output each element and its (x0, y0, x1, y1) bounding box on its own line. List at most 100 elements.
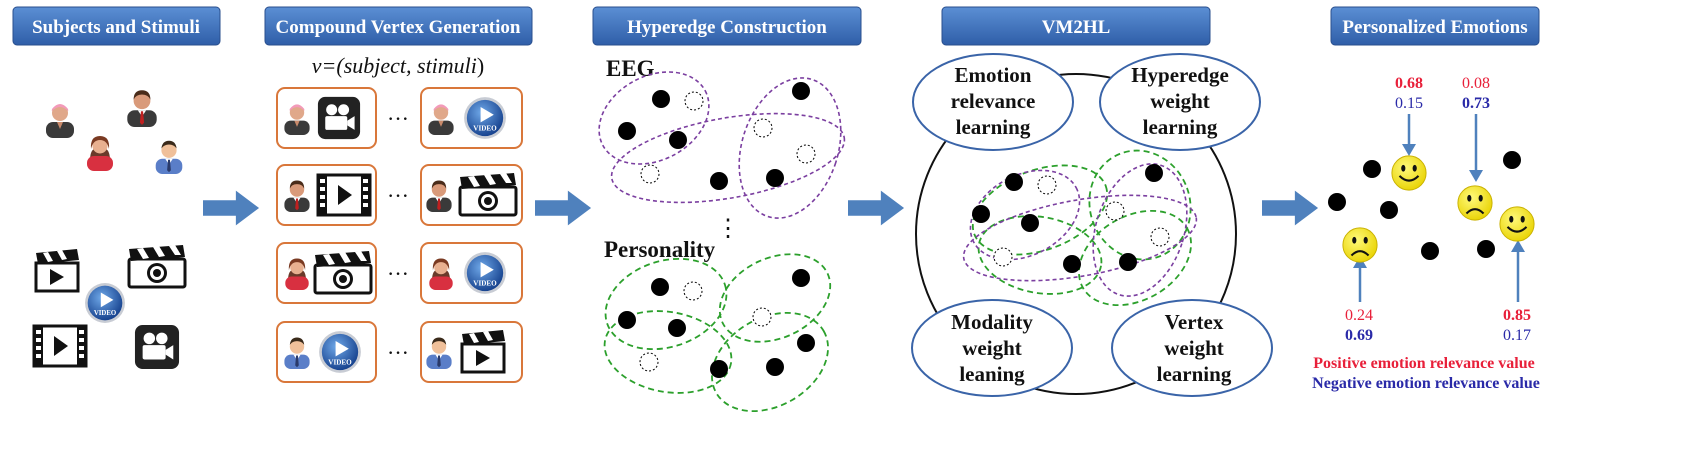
negative-value: 0.73 (1462, 95, 1490, 112)
personality-hyperedge (1078, 209, 1192, 307)
modality-weight-learning: Modality weight leaning (911, 299, 1073, 397)
header-vm2hl: VM2HL (941, 6, 1211, 46)
eeg-hyperedge (610, 112, 846, 204)
vertex (797, 334, 815, 352)
film-play-icon (32, 324, 88, 368)
header-compound: Compound Vertex Generation (264, 6, 533, 46)
vertex (651, 278, 669, 296)
emotion-relevance-learning: Emotion relevance learning (912, 53, 1074, 151)
vertex (752, 307, 772, 327)
legend-negative: Negative emotion relevance value (1312, 375, 1540, 392)
svg-text:Hyperedge: Hyperedge (1131, 63, 1229, 87)
vertex (1363, 160, 1381, 178)
person-icon (127, 90, 157, 127)
smiley-icon (1498, 205, 1536, 243)
vertex (792, 82, 810, 100)
vertex (993, 247, 1013, 267)
vertex (639, 352, 659, 372)
personality-hypergraph (603, 253, 832, 413)
video-badge-icon (85, 283, 125, 323)
right-arrow-icon (203, 190, 260, 226)
compound-row-3: ··· (276, 242, 523, 304)
header-hyperedge-label: Hyperedge Construction (627, 17, 827, 38)
movie-camera-icon (134, 324, 180, 370)
svg-text:weight: weight (1164, 336, 1224, 360)
vertex (972, 205, 990, 223)
personality-hyperedge (718, 253, 832, 343)
header-emotions-label: Personalized Emotions (1342, 17, 1527, 38)
pointer-arrowhead (1511, 240, 1525, 252)
compound-row-1: ··· (276, 87, 523, 149)
vertex (796, 144, 816, 164)
smiley-icon (1390, 154, 1428, 192)
vertex (669, 131, 687, 149)
vertex (753, 118, 773, 138)
video-badge-icon (464, 97, 506, 139)
vertex (1503, 151, 1521, 169)
negative-value: 0.15 (1395, 95, 1423, 112)
clapperboard-icon (458, 173, 518, 217)
movie-camera-icon (317, 96, 361, 140)
personality-hyperedge (604, 257, 728, 351)
right-arrow-icon (1262, 190, 1319, 226)
vertex (1328, 193, 1346, 211)
vertex (792, 269, 810, 287)
vertical-ellipsis: ⋮ (716, 216, 740, 242)
ellipsis: ··· (387, 106, 409, 131)
eeg-hyperedge (1092, 163, 1188, 297)
personality-label: Personality (604, 237, 716, 262)
vertex (1037, 175, 1057, 195)
vertex (640, 164, 660, 184)
right-arrow-icon (535, 190, 592, 226)
subjects-group (46, 90, 183, 174)
vertex (710, 172, 728, 190)
sad-face-icon (1341, 226, 1379, 264)
clapperboard-icon (313, 251, 373, 295)
emotions-panel: 0.68 0.15 0.08 0.73 0.24 0.69 0.85 0.17 … (1312, 75, 1540, 392)
vertex (618, 122, 636, 140)
negative-value: 0.69 (1345, 327, 1373, 344)
vertex (1119, 253, 1137, 271)
negative-value: 0.17 (1503, 327, 1531, 344)
positive-value: 0.85 (1503, 307, 1531, 324)
vertex (1150, 227, 1170, 247)
pointer-arrowhead (1402, 144, 1416, 156)
vertex (710, 360, 728, 378)
vertex (1105, 201, 1125, 221)
sad-face-icon (1456, 184, 1494, 222)
personality-hyperedge (603, 310, 733, 394)
svg-text:weight: weight (1150, 89, 1210, 113)
clapperboard-icon (127, 245, 187, 289)
vm2hl-panel: Emotion relevance learning Hyperedge wei… (911, 53, 1273, 397)
personality-hyperedge (711, 311, 829, 413)
svg-text:learning: learning (1157, 362, 1232, 386)
hyperedge-weight-learning: Hyperedge weight learning (1099, 53, 1261, 151)
ellipsis: ··· (387, 183, 409, 208)
vertex (1021, 214, 1039, 232)
positive-value: 0.24 (1345, 307, 1373, 324)
legend-positive: Positive emotion relevance value (1313, 355, 1534, 372)
video-badge-icon (464, 252, 506, 294)
svg-text:Modality: Modality (951, 310, 1033, 334)
vertex (652, 90, 670, 108)
positive-value: 0.68 (1395, 75, 1423, 92)
compound-formula: v=(subject, stimuli) (312, 53, 484, 78)
clapperboard-icon (460, 330, 507, 374)
vertex (1477, 240, 1495, 258)
film-play-icon (316, 173, 372, 217)
stimuli-group (32, 245, 187, 370)
eeg-label: EEG (606, 56, 655, 81)
header-hyperedge: Hyperedge Construction (592, 6, 862, 46)
vertex (1421, 242, 1439, 260)
svg-text:weight: weight (962, 336, 1022, 360)
header-emotions: Personalized Emotions (1330, 6, 1540, 46)
vertex (684, 91, 704, 111)
vertex (766, 169, 784, 187)
ellipsis: ··· (387, 340, 409, 365)
vertex-weight-learning: Vertex weight learning (1111, 299, 1273, 397)
header-compound-label: Compound Vertex Generation (276, 17, 521, 38)
positive-value: 0.08 (1462, 75, 1490, 92)
header-vm2hl-label: VM2HL (1042, 17, 1111, 38)
vertex (1145, 164, 1163, 182)
